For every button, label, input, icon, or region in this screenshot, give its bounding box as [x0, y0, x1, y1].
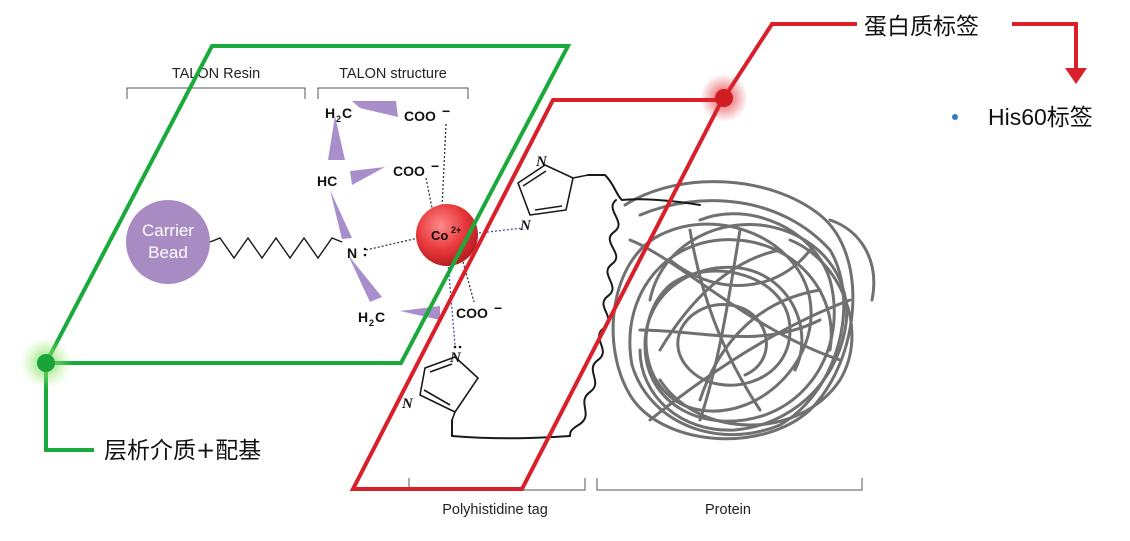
- imidazole-ring-bottom: [419, 356, 479, 421]
- svg-text:H: H: [358, 309, 368, 325]
- svg-text:2: 2: [336, 114, 341, 124]
- top-brackets: [126, 87, 469, 99]
- his-tag-label: His60标签: [988, 104, 1093, 130]
- talon-structure-label: TALON structure: [339, 66, 447, 82]
- protein-tag-label: 蛋白质标签: [864, 14, 979, 40]
- protein-label: Protein: [705, 502, 751, 518]
- cobalt-label: Co 2+: [431, 225, 461, 243]
- svg-text:Co: Co: [431, 228, 448, 243]
- chem-coo-top: COO −: [404, 103, 450, 124]
- svg-text:2+: 2+: [451, 225, 461, 235]
- svg-text:−: −: [442, 103, 450, 119]
- red-anchor-dot: [715, 89, 733, 107]
- svg-text:COO: COO: [456, 305, 488, 321]
- chem-h2c-top: H 2 C: [325, 105, 352, 124]
- chem-coo-bottom: COO −: [456, 300, 502, 321]
- imidazole-top-n1: N: [535, 154, 548, 170]
- his-tag-bullet: [952, 114, 958, 120]
- svg-text:−: −: [431, 158, 439, 174]
- green-frame: [42, 44, 572, 365]
- n-bottom-dot1: [453, 345, 457, 349]
- imidazole-ring-top: [517, 164, 589, 216]
- carrier-bead: [126, 200, 210, 284]
- chem-h2c-bottom: H 2 C: [358, 309, 385, 328]
- red-callout-line: [722, 22, 857, 100]
- imidazole-top-n2: N: [519, 218, 532, 234]
- polyhistidine-tag-label: Polyhistidine tag: [442, 502, 548, 518]
- imidazole-bottom-n2: N: [401, 396, 414, 412]
- talon-resin-label: TALON Resin: [172, 66, 260, 82]
- svg-text:COO: COO: [393, 163, 425, 179]
- bond-wedges: [328, 101, 440, 320]
- green-callout-line: [44, 363, 94, 452]
- chem-n-center: N: [347, 245, 357, 261]
- n-bottom-dot2: [458, 345, 462, 349]
- red-arrow-head: [1065, 68, 1087, 84]
- green-anchor-dot: [37, 354, 55, 372]
- red-arrow-line: [1012, 22, 1078, 72]
- chem-coo-mid: COO −: [393, 158, 439, 179]
- imidazole-bottom-n1: N: [449, 350, 462, 366]
- svg-text:2: 2: [369, 318, 374, 328]
- red-frame: [349, 98, 726, 491]
- svg-text:H: H: [325, 105, 335, 121]
- svg-text:−: −: [494, 300, 502, 316]
- coordination-bonds: [365, 123, 524, 346]
- svg-text:C: C: [342, 105, 352, 121]
- n-center-dot2: [363, 253, 367, 257]
- chem-hc: HC: [317, 173, 337, 189]
- svg-text:COO: COO: [404, 108, 436, 124]
- n-center-dot1: [363, 247, 367, 251]
- carrier-bead-line2: Bead: [148, 243, 188, 262]
- carrier-bead-line1: Carrier: [142, 221, 194, 240]
- svg-text:C: C: [375, 309, 385, 325]
- chromatography-matrix-label: 层析介质+配基: [104, 438, 261, 464]
- protein-coil: [611, 180, 876, 441]
- zigzag-linker: [209, 236, 343, 260]
